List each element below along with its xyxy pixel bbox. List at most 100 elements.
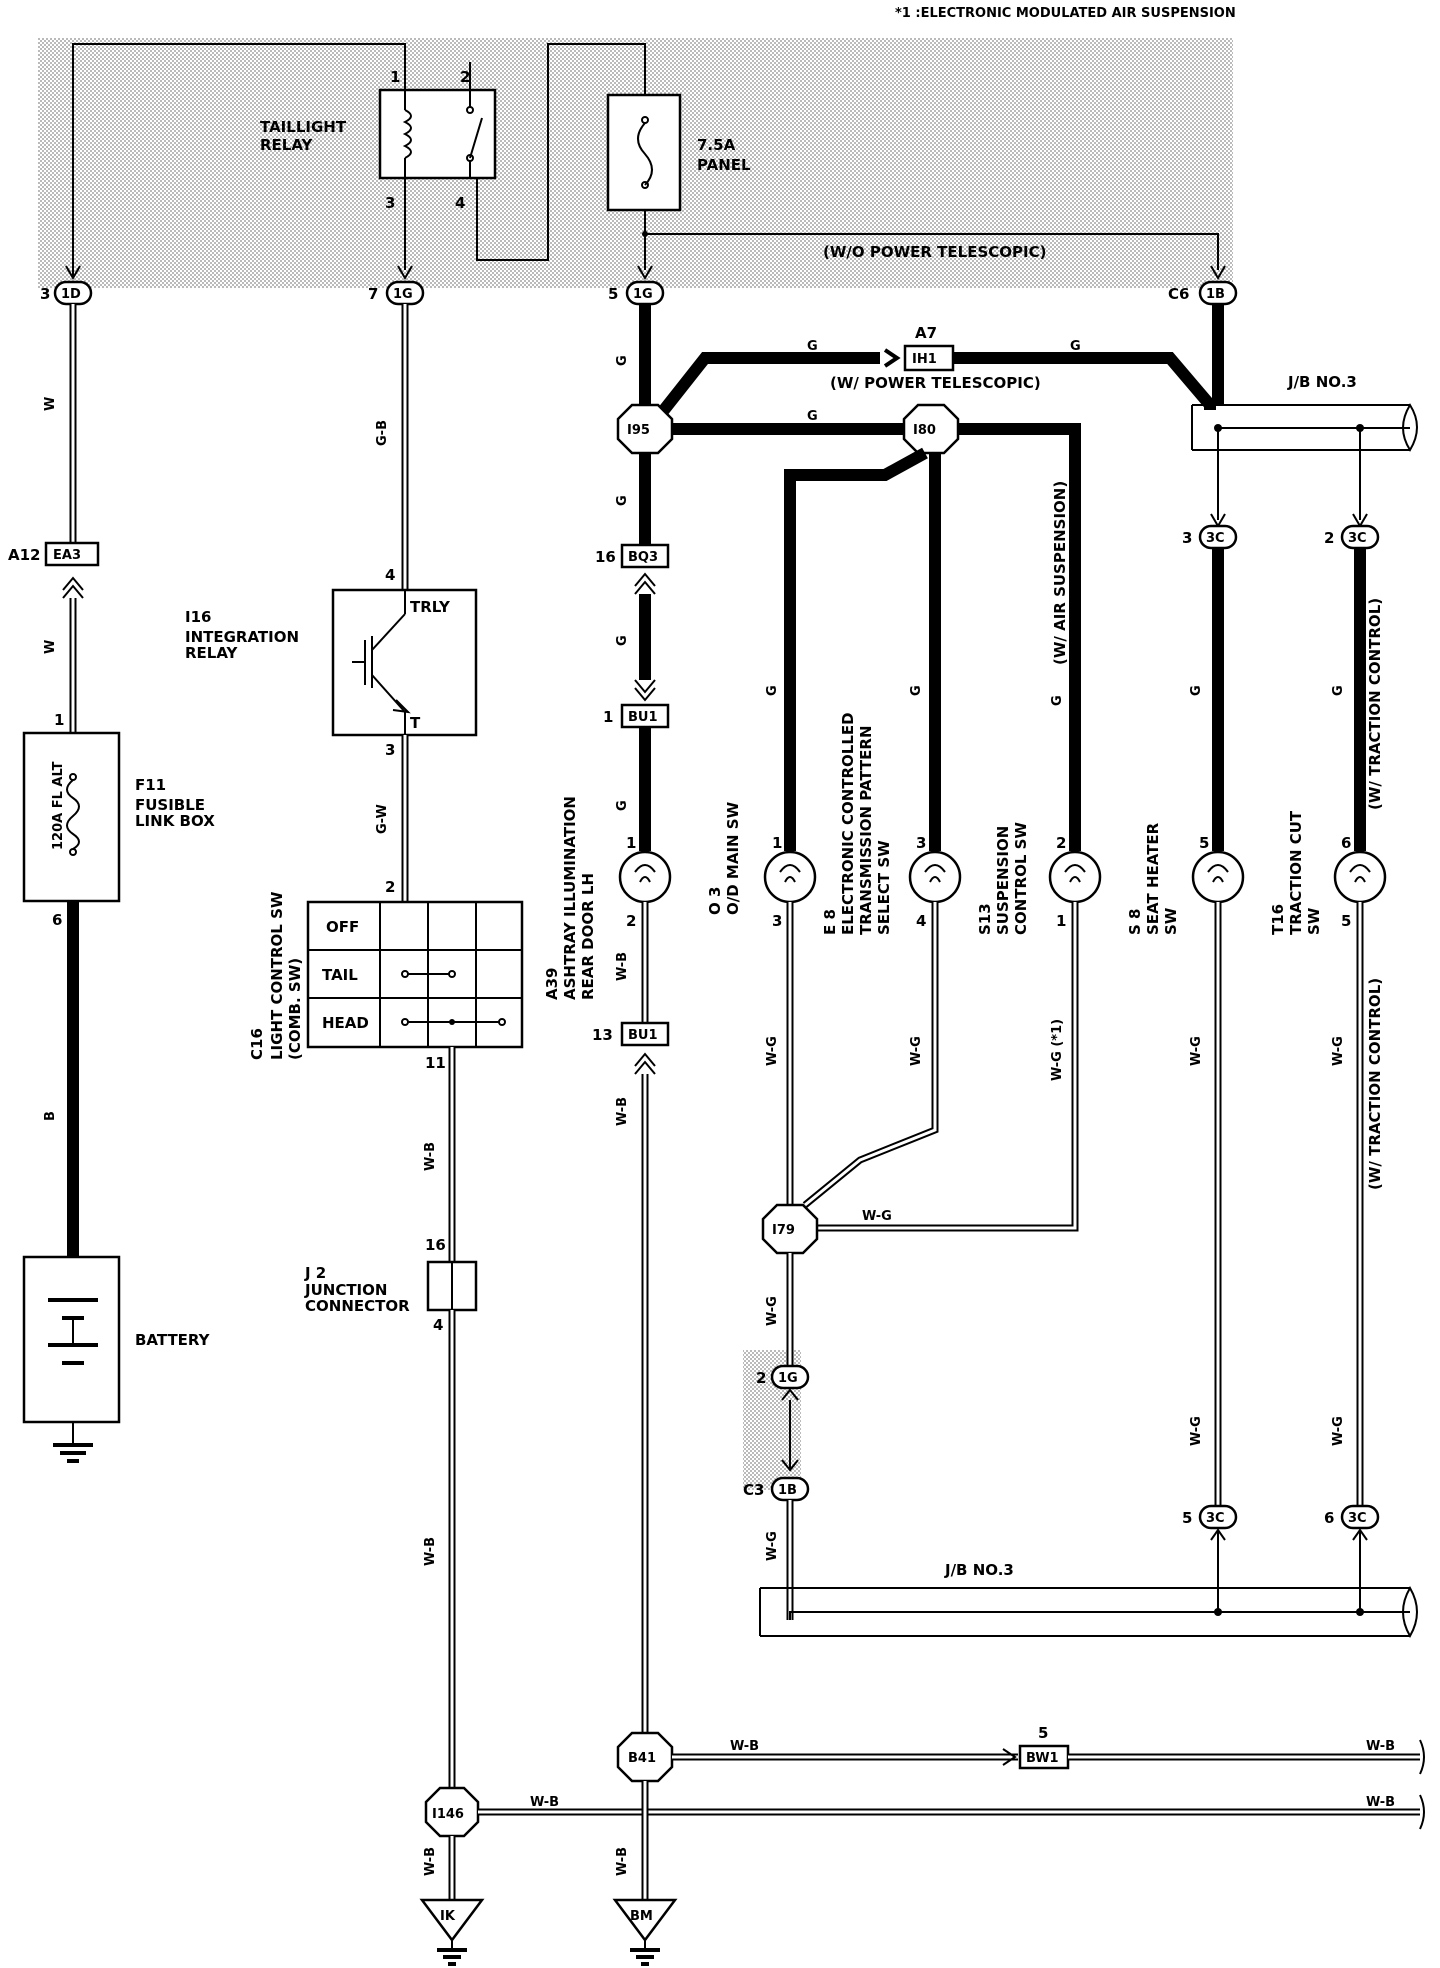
ect-pin-3: 3 (916, 834, 926, 852)
od-main-sw-lamp (763, 850, 817, 904)
lcs-head: HEAD (322, 1014, 369, 1032)
fl-pin-6: 6 (52, 911, 62, 929)
svg-text:3C: 3C (1348, 531, 1367, 546)
ashtray-name-2: REAR DOOR LH (579, 873, 597, 1000)
ect-sw-lamp (908, 850, 962, 904)
svg-text:A7: A7 (915, 324, 937, 342)
wire-wg-susp: W-G (*1) (1050, 1019, 1065, 1081)
susp-pin-1: 1 (1056, 912, 1066, 930)
connector-bu1-13: BU1 13 (592, 1021, 670, 1047)
wire-wg-traction-1: W-G (1331, 1036, 1346, 1066)
wire-g-od: G (765, 685, 780, 696)
wire-wg-seat-1: W-G (1189, 1036, 1204, 1066)
fl-rating: 120A FL ALT (51, 761, 66, 850)
susp-code: S13 (976, 903, 994, 935)
connector-1b-c6: 1B C6 (1168, 280, 1238, 306)
wire-wb-right-1: W-B (1366, 1739, 1395, 1754)
traction-pin-6: 6 (1341, 834, 1351, 852)
wire-wb-bu1: W-B (615, 1097, 630, 1126)
wire-wb-2: W-B (423, 1537, 438, 1566)
wire-w-1: W (43, 397, 58, 411)
lcs-off: OFF (326, 918, 359, 936)
fl-pin-1: 1 (54, 711, 64, 729)
traction-pin-5: 5 (1341, 912, 1351, 930)
splice-b41 (616, 1731, 674, 1783)
ashtray-pin-1: 1 (626, 834, 636, 852)
wire-b: B (43, 1111, 58, 1121)
wire-gb: G-B (375, 420, 390, 446)
wire-g-susp: G (1050, 695, 1065, 706)
svg-text:5: 5 (608, 285, 618, 303)
ect-name-1: ELECTRONIC CONTROLLED (839, 712, 857, 935)
fuse-name: PANEL (697, 156, 751, 174)
wire-wg-ect: W-G (909, 1036, 924, 1066)
wire-g-i80: G (807, 409, 818, 424)
lcs-pin-2: 2 (385, 878, 395, 896)
seat-name-1: SEAT HEATER (1144, 822, 1162, 935)
ashtray-code: A39 (543, 968, 561, 1000)
lcs-code: C16 (248, 1028, 266, 1060)
svg-text:7: 7 (368, 285, 378, 303)
ashtray-lamp (618, 850, 672, 904)
wire-wg-i79: W-G (862, 1209, 892, 1224)
svg-text:5: 5 (1038, 1724, 1048, 1742)
svg-text:I146: I146 (432, 1807, 464, 1822)
svg-text:BQ3: BQ3 (628, 550, 658, 565)
wire-wb-1: W-B (423, 1142, 438, 1171)
ashtray-name-1: ASHTRAY ILLUMINATION (561, 796, 579, 1000)
connector-3c-6: 3C 6 (1324, 1504, 1380, 1530)
svg-text:BM: BM (630, 1909, 653, 1924)
j2-pin-4: 4 (433, 1316, 443, 1334)
wire-wg-od: W-G (765, 1036, 780, 1066)
svg-text:3: 3 (1182, 529, 1192, 547)
wire-wb-right-2: W-B (1366, 1795, 1395, 1810)
connector-3c-3: 3C 3 (1182, 524, 1238, 550)
note-w-air-suspension: (W/ AIR SUSPENSION) (1051, 481, 1069, 665)
wire-g-1: G (615, 355, 630, 366)
ect-code: E 8 (821, 909, 839, 935)
lcs-pin-11: 11 (425, 1054, 446, 1072)
taillight-relay (378, 88, 497, 180)
svg-text:IH1: IH1 (912, 352, 937, 367)
svg-text:I80: I80 (913, 423, 936, 438)
wire-wg-1g: W-G (765, 1296, 780, 1326)
ir-t: T (410, 714, 421, 732)
battery-label: BATTERY (135, 1331, 211, 1349)
ir-pin-4: 4 (385, 566, 395, 584)
connector-1d: 1D 3 (40, 280, 93, 306)
svg-text:16: 16 (595, 548, 616, 566)
svg-text:1G: 1G (778, 1371, 798, 1386)
wire-g-ih1-left: G (807, 339, 818, 354)
wire-wb-ashtray: W-B (615, 952, 630, 981)
svg-text:1D: 1D (61, 287, 81, 302)
suspension-sw-lamp (1048, 850, 1102, 904)
wire-wg-jb: W-G (765, 1531, 780, 1561)
ashtray-pin-2: 2 (626, 912, 636, 930)
wire-wb-b41: W-B (730, 1739, 759, 1754)
svg-text:5: 5 (1182, 1509, 1192, 1527)
connector-1g-5: 1G 5 (608, 280, 665, 306)
fuse-rating: 7.5A (697, 136, 736, 154)
wire-g-4: G (615, 800, 630, 811)
wire-wb-i146: W-B (530, 1795, 559, 1810)
wire-wg-traction-2: W-G (1331, 1416, 1346, 1446)
connector-bw1: BW1 5 (1018, 1724, 1070, 1770)
connector-bq3: BQ3 16 (595, 543, 670, 569)
svg-text:1B: 1B (1206, 287, 1225, 302)
ir-pin-3: 3 (385, 741, 395, 759)
svg-text:I79: I79 (772, 1223, 795, 1238)
susp-name-2: CONTROL SW (1012, 822, 1030, 935)
svg-text:C3: C3 (743, 1481, 764, 1499)
note-w-power-telescopic: (W/ POWER TELESCOPIC) (830, 374, 1041, 392)
relay-pin-2: 2 (460, 68, 470, 86)
ect-name-2: TRANSMISSION PATTERN (857, 725, 875, 935)
note-w-traction-top: (W/ TRACTION CONTROL) (1366, 598, 1384, 810)
svg-text:C6: C6 (1168, 285, 1189, 303)
svg-text:3C: 3C (1206, 531, 1225, 546)
wire-wb-ik: W-B (423, 1847, 438, 1876)
ect-pin-4: 4 (916, 912, 926, 930)
svg-text:3: 3 (40, 285, 50, 303)
